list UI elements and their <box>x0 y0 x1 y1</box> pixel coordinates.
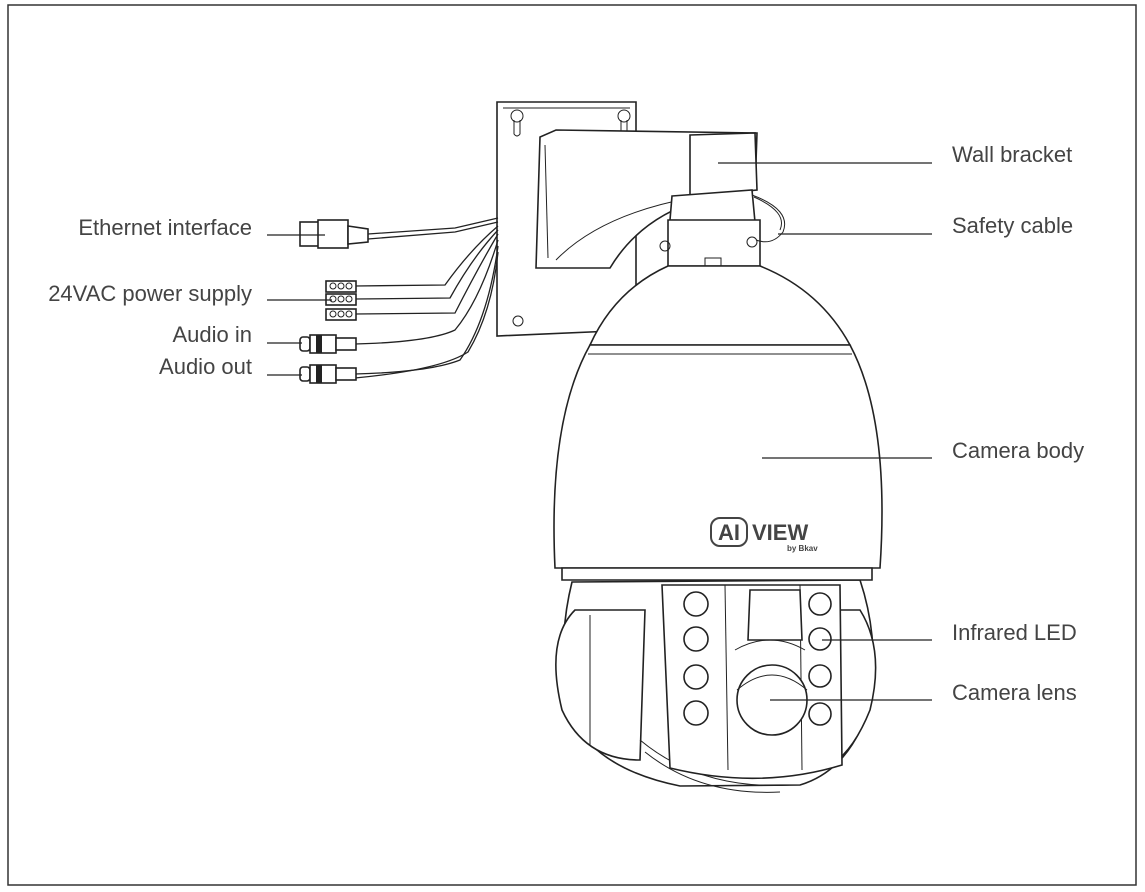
logo-ai-text: AI <box>718 520 740 545</box>
ir-led <box>683 664 709 690</box>
label-wall-bracket: Wall bracket <box>952 142 1072 167</box>
label-ethernet-interface: Ethernet interface <box>78 215 252 240</box>
ir-led <box>808 627 832 651</box>
audio-out-connector <box>299 364 357 384</box>
label-camera-body: Camera body <box>952 438 1084 463</box>
ethernet-connector <box>299 219 369 249</box>
label-infrared-led: Infrared LED <box>952 620 1077 645</box>
ir-led <box>808 664 832 688</box>
wall-bracket <box>496 101 785 337</box>
cable-bundle <box>354 217 499 379</box>
label-audio-out: Audio out <box>159 354 252 379</box>
ir-led <box>808 592 832 616</box>
label-safety-cable: Safety cable <box>952 213 1073 238</box>
ir-led <box>683 591 709 617</box>
ir-led <box>808 702 832 726</box>
logo-by-text: by Bkav <box>787 544 818 553</box>
camera-body <box>553 265 883 581</box>
label-power-supply: 24VAC power supply <box>48 281 252 306</box>
keyhole-slot-left <box>510 109 524 137</box>
leader-lines <box>267 162 932 701</box>
mount-hole <box>512 315 524 327</box>
audio-in-connector <box>299 334 357 354</box>
infrared-led-array <box>683 591 832 726</box>
ir-led <box>683 700 709 726</box>
ir-led <box>683 626 709 652</box>
logo-view-text: VIEW <box>752 520 808 545</box>
label-camera-lens: Camera lens <box>952 680 1077 705</box>
label-audio-in: Audio in <box>172 322 252 347</box>
aiview-logo: AI VIEW by Bkav <box>710 517 818 553</box>
